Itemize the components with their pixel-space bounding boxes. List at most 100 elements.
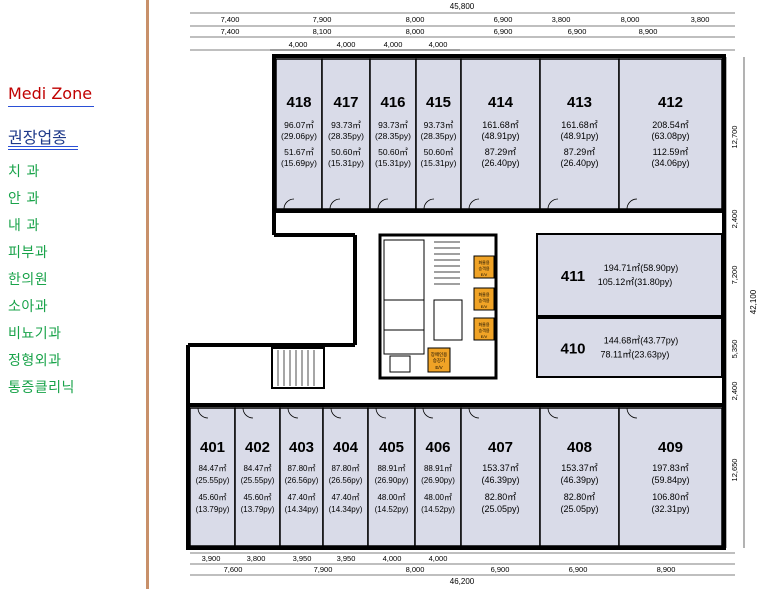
dim-top: 6,900 bbox=[494, 15, 513, 24]
unit-net-area-m2: 50.60㎡ bbox=[331, 147, 361, 157]
door-swing bbox=[197, 407, 209, 419]
door-swing bbox=[626, 198, 638, 210]
door-swing bbox=[423, 198, 435, 210]
unit-number: 416 bbox=[380, 94, 405, 111]
unit-net-area-m2: 87.29㎡ bbox=[564, 147, 596, 157]
door-swing bbox=[242, 407, 254, 419]
sidebar-item[interactable]: 내 과 bbox=[8, 218, 40, 234]
dim-top-3: 4,000 bbox=[289, 40, 308, 49]
sidebar-item[interactable]: 통증클리닉 bbox=[8, 380, 75, 396]
dim-top-2: 6,900 bbox=[568, 27, 587, 36]
unit-area-py: (26.56py) bbox=[285, 476, 319, 485]
door-swing bbox=[547, 198, 559, 210]
unit-area bbox=[618, 407, 723, 547]
unit-area-py: (28.35py) bbox=[421, 131, 457, 141]
dim-bottom-2: 6,900 bbox=[491, 565, 510, 574]
rooms-top-row: 41896.07㎡(29.06py)51.67㎡(15.69py)41793.7… bbox=[275, 58, 723, 210]
unit-net-area-py: (14.52py) bbox=[375, 505, 409, 514]
unit-net-area-m2: 50.60㎡ bbox=[424, 147, 454, 157]
unit-area bbox=[275, 58, 323, 210]
floor-plan: 45,800 7,400 7,900 8,000 6,900 3,800 8,0… bbox=[186, 2, 758, 586]
unit-area-py: (26.90py) bbox=[421, 476, 455, 485]
sidebar: Medi Zone 권장업종 치 과 안 과 내 과 피부과 한의원 소아과 비… bbox=[0, 0, 150, 589]
unit-net-area-m2: 45.60㎡ bbox=[243, 493, 271, 502]
unit-number: 412 bbox=[658, 94, 683, 111]
sidebar-item[interactable]: 한의원 bbox=[8, 272, 49, 288]
unit-number: 406 bbox=[425, 439, 450, 456]
unit-number: 413 bbox=[567, 94, 592, 111]
sidebar-divider bbox=[146, 0, 149, 589]
unit-number: 411 bbox=[561, 268, 585, 285]
unit-area bbox=[536, 317, 723, 378]
unit-area-py: (29.06py) bbox=[281, 131, 317, 141]
dim-top: 7,900 bbox=[313, 15, 332, 24]
unit-area-m2: 93.73㎡ bbox=[331, 120, 361, 130]
accessible-elevator-cab: 장애인용 승강기 E/V bbox=[427, 347, 451, 373]
unit-area-m2: 93.73㎡ bbox=[424, 120, 454, 130]
dimension-annotations: 45,800 7,400 7,900 8,000 6,900 3,800 8,0… bbox=[190, 2, 758, 586]
sidebar-item[interactable]: 피부과 bbox=[8, 245, 49, 261]
unit-net-area-py: (14.34py) bbox=[285, 505, 319, 514]
dim-top: 8,000 bbox=[621, 15, 640, 24]
sidebar-item[interactable]: 비뇨기과 bbox=[8, 326, 62, 342]
dim-top-2: 8,000 bbox=[406, 27, 425, 36]
unit-area-py: (25.55py) bbox=[196, 476, 230, 485]
unit-area-py: (25.55py) bbox=[241, 476, 275, 485]
unit-area-m2: 161.68㎡ bbox=[482, 120, 519, 130]
unit-415[interactable]: 415 93.73㎡(28.35py) 50.60㎡(15.31py) bbox=[415, 58, 462, 210]
sidebar-subtitle: 권장업종 bbox=[8, 128, 67, 147]
unit-number: 401 bbox=[200, 439, 225, 456]
door-swing bbox=[283, 198, 295, 210]
dim-right: 12,650 bbox=[730, 459, 739, 482]
unit-area-py: (48.91py) bbox=[560, 131, 598, 141]
dim-top: 3,800 bbox=[552, 15, 571, 24]
dim-bottom: 3,800 bbox=[247, 554, 266, 563]
unit-net-area-py: (15.31py) bbox=[421, 158, 457, 168]
unit-net-area-m2: 47.40㎡ bbox=[331, 493, 359, 502]
dim-right: 5,350 bbox=[730, 340, 739, 359]
sidebar-item[interactable]: 안 과 bbox=[8, 191, 40, 207]
unit-net-area-m2: 50.60㎡ bbox=[378, 147, 408, 157]
unit-number: 415 bbox=[426, 94, 451, 111]
sidebar-item[interactable]: 치 과 bbox=[8, 164, 40, 180]
dim-bottom-2: 8,900 bbox=[657, 565, 676, 574]
sidebar-list: 치 과 안 과 내 과 피부과 한의원 소아과 비뇨기과 정형외과 통증클리닉 bbox=[8, 162, 75, 405]
elevator-label: E/V bbox=[481, 304, 488, 309]
sidebar-item[interactable]: 정형외과 bbox=[8, 353, 62, 369]
elevator-label: E/V bbox=[481, 334, 488, 339]
rooms-bottom-row: 40184.47㎡(25.55py)45.60㎡(13.79py)40284.4… bbox=[189, 407, 723, 547]
unit-net-area-py: (32.31py) bbox=[651, 504, 689, 514]
unit-area bbox=[279, 407, 324, 547]
sidebar-title[interactable]: Medi Zone bbox=[8, 84, 93, 103]
dim-top-3: 4,000 bbox=[429, 40, 448, 49]
unit-net-area-m2: 45.60㎡ bbox=[198, 493, 226, 502]
unit-net-area-py: (25.05py) bbox=[560, 504, 598, 514]
unit-area bbox=[460, 58, 541, 210]
sidebar-item[interactable]: 소아과 bbox=[8, 299, 49, 315]
elevator-label: 화물용 bbox=[478, 321, 489, 327]
unit-area-py: (46.39py) bbox=[481, 475, 519, 485]
elevator-label: E/V bbox=[435, 365, 442, 370]
door-swing bbox=[468, 407, 480, 419]
elevator-label: 화물용 bbox=[478, 291, 489, 297]
unit-number: 414 bbox=[488, 94, 514, 111]
unit-area bbox=[321, 58, 371, 210]
